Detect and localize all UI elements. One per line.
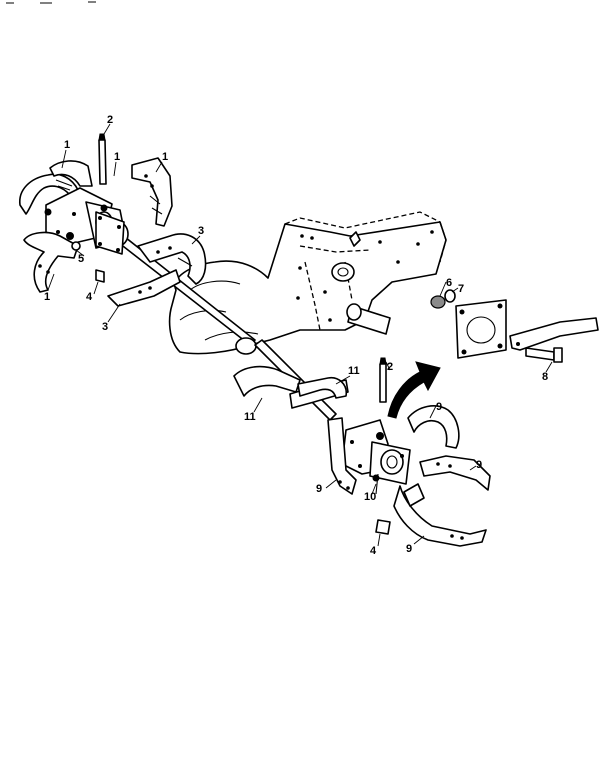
right-tine-assembly bbox=[233, 357, 491, 547]
callout-2-right: 2 bbox=[387, 361, 393, 373]
callout-1-bottom-left: 1 bbox=[44, 291, 50, 303]
callout-7: 7 bbox=[458, 283, 464, 295]
callout-10: 10 bbox=[364, 491, 376, 503]
callout-labels: 1 1 1 1 2 3 3 4 5 6 7 8 2 11 11 9 9 9 9 … bbox=[44, 114, 548, 557]
top-edge-marks bbox=[6, 1, 96, 4]
callout-8: 8 bbox=[542, 371, 548, 383]
callout-9-bottom: 9 bbox=[406, 543, 412, 555]
callout-1-center-top: 1 bbox=[114, 151, 120, 163]
callout-3-lower: 3 bbox=[102, 321, 108, 333]
callout-4-left: 4 bbox=[86, 291, 93, 303]
callout-5: 5 bbox=[78, 253, 84, 265]
callout-11-left: 11 bbox=[244, 411, 256, 423]
transmission-housing bbox=[168, 211, 447, 355]
callout-2-top: 2 bbox=[107, 114, 113, 126]
callout-9-upper: 9 bbox=[436, 401, 442, 413]
callout-9-right: 9 bbox=[476, 459, 482, 471]
output-shaft-right bbox=[346, 303, 391, 335]
side-plate-assembly bbox=[430, 289, 599, 363]
tine-shading bbox=[55, 179, 193, 267]
callout-4-right: 4 bbox=[370, 545, 377, 557]
callout-3-upper: 3 bbox=[198, 225, 204, 237]
callout-1-right-top: 1 bbox=[162, 151, 168, 163]
rotation-direction-arrow bbox=[387, 361, 441, 419]
callout-1-left-top: 1 bbox=[64, 139, 70, 151]
callout-9-left: 9 bbox=[316, 483, 322, 495]
left-tine-assembly bbox=[19, 133, 207, 307]
callout-6: 6 bbox=[446, 277, 452, 289]
callout-11-right: 11 bbox=[348, 365, 360, 377]
leader-lines bbox=[47, 123, 553, 547]
